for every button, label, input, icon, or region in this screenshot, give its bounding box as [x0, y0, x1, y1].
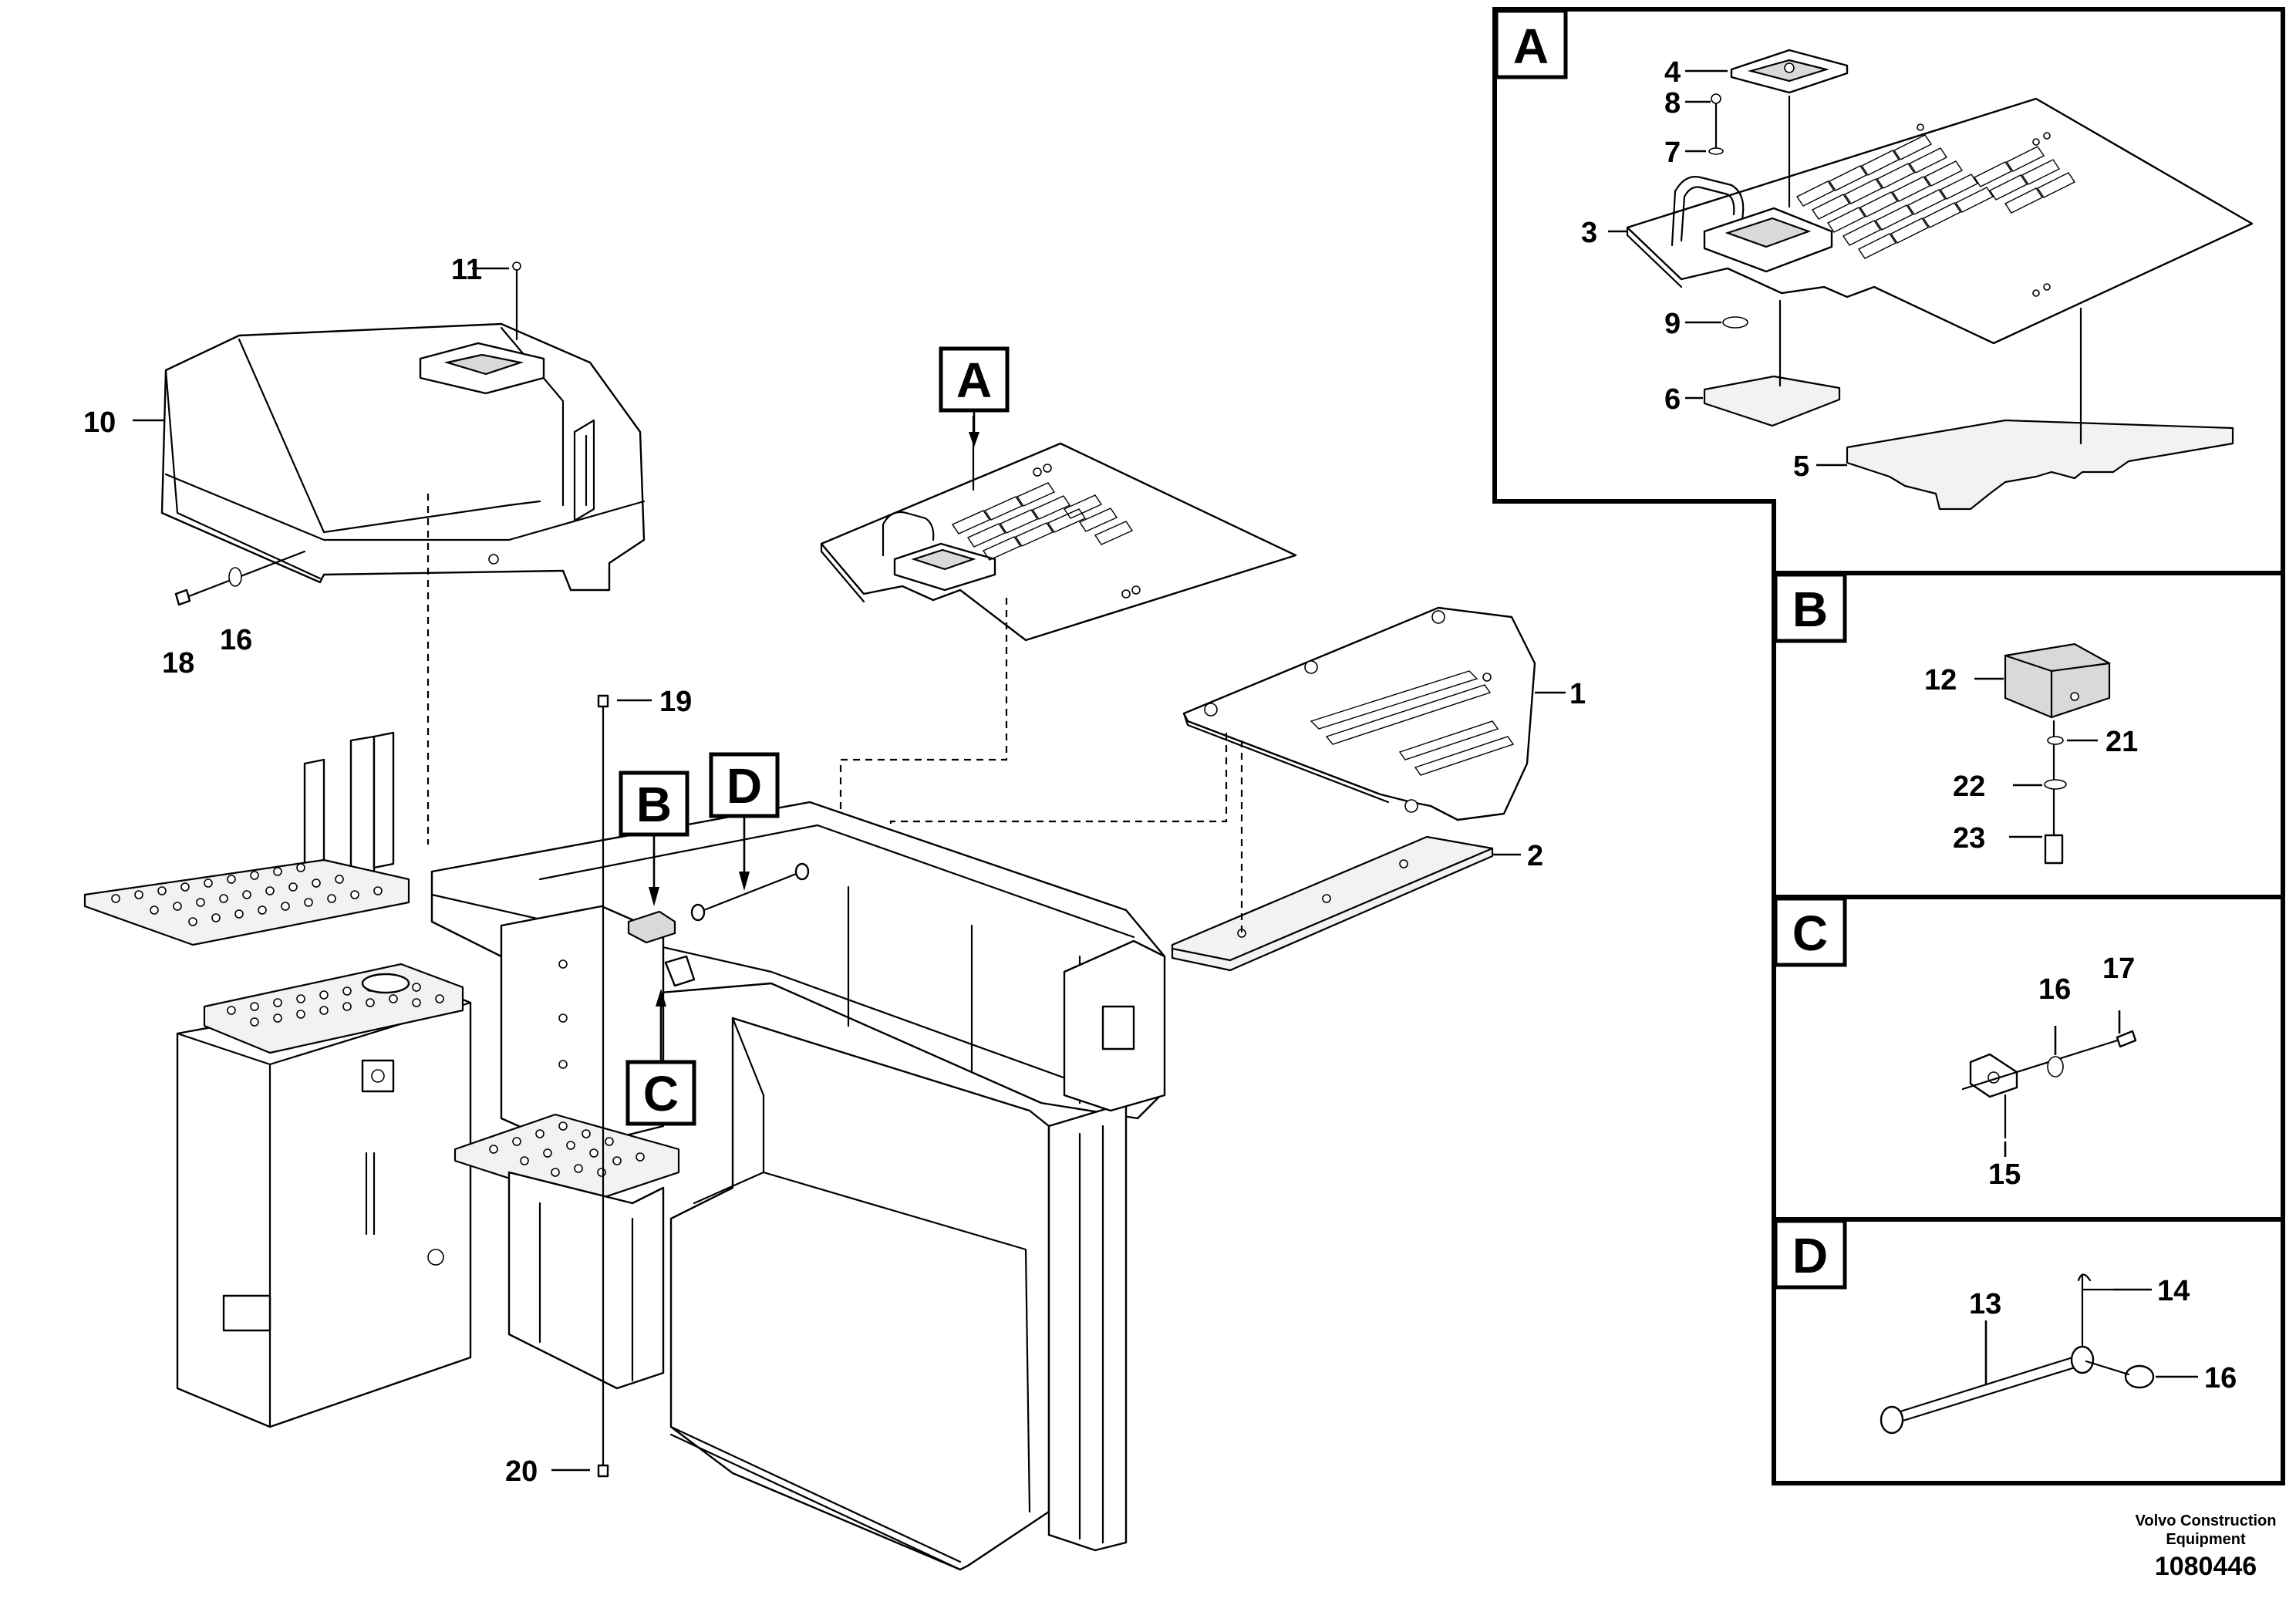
callout-14: 14 — [2157, 1275, 2190, 1307]
machine-frame — [83, 731, 1166, 1571]
callout-17: 17 — [2102, 953, 2135, 985]
svg-text:B: B — [636, 777, 672, 832]
marker-b: B — [619, 771, 689, 906]
main-view-small-parts — [627, 862, 810, 987]
plate-1 — [1182, 606, 1536, 821]
callout-6: 6 — [1664, 383, 1681, 416]
detail-label-a: A — [1494, 8, 1568, 79]
svg-text:A: A — [1513, 19, 1549, 74]
marker-a: A — [939, 346, 1010, 447]
callout-20: 20 — [505, 1455, 538, 1488]
callout-9: 9 — [1664, 308, 1681, 340]
drawing-number: 1080446 — [2155, 1552, 2257, 1581]
callout-16-c: 16 — [2038, 973, 2071, 1006]
cover-assembly — [160, 261, 646, 592]
footer-block: Volvo Construction Equipment 1080446 — [2136, 1512, 2277, 1581]
svg-text:C: C — [1792, 905, 1828, 961]
detail-label-b: B — [1773, 572, 1847, 643]
detail-a-drawing — [1626, 49, 2254, 511]
callout-16-main: 16 — [220, 624, 252, 656]
callout-numbers: 11 10 18 16 19 1 2 20 4 8 7 3 9 6 5 12 2… — [83, 56, 2237, 1488]
bolt-19-20 — [597, 694, 609, 1478]
callout-19: 19 — [659, 686, 692, 718]
company-name-line1: Volvo Construction — [2136, 1512, 2277, 1529]
callout-8: 8 — [1664, 87, 1681, 120]
callout-2: 2 — [1527, 840, 1543, 872]
svg-text:A: A — [956, 352, 992, 408]
callout-leaders — [133, 69, 2198, 1472]
marker-c: C — [625, 989, 696, 1126]
detail-c-drawing — [1961, 1030, 2137, 1139]
svg-text:C: C — [643, 1066, 679, 1121]
callout-11: 11 — [451, 254, 482, 286]
svg-text:B: B — [1792, 582, 1828, 637]
callout-12: 12 — [1924, 664, 1957, 696]
callout-22: 22 — [1953, 771, 1985, 803]
detail-label-d: D — [1773, 1219, 1847, 1290]
svg-text:D: D — [727, 758, 762, 814]
detail-d-drawing — [1880, 1273, 2155, 1435]
callout-4: 4 — [1664, 56, 1681, 89]
bar-2 — [1171, 835, 1494, 972]
callout-15: 15 — [1988, 1158, 2021, 1191]
detail-label-c: C — [1773, 896, 1847, 967]
callout-16-d: 16 — [2204, 1362, 2237, 1394]
callout-7: 7 — [1664, 137, 1681, 169]
svg-text:D: D — [1792, 1228, 1828, 1283]
callout-21: 21 — [2106, 726, 2138, 758]
callout-23: 23 — [1953, 822, 1985, 855]
callout-18: 18 — [162, 647, 194, 679]
marker-d: D — [709, 752, 780, 891]
callout-3: 3 — [1581, 217, 1597, 249]
callout-13: 13 — [1969, 1288, 2001, 1320]
company-name-line2: Equipment — [2166, 1531, 2246, 1548]
callout-1: 1 — [1569, 678, 1586, 710]
floor-plate-main — [820, 415, 1297, 642]
bolt-18-washer-16 — [174, 550, 306, 606]
detail-b-drawing — [2004, 642, 2111, 865]
callout-5: 5 — [1793, 450, 1809, 483]
callout-10: 10 — [83, 406, 116, 439]
